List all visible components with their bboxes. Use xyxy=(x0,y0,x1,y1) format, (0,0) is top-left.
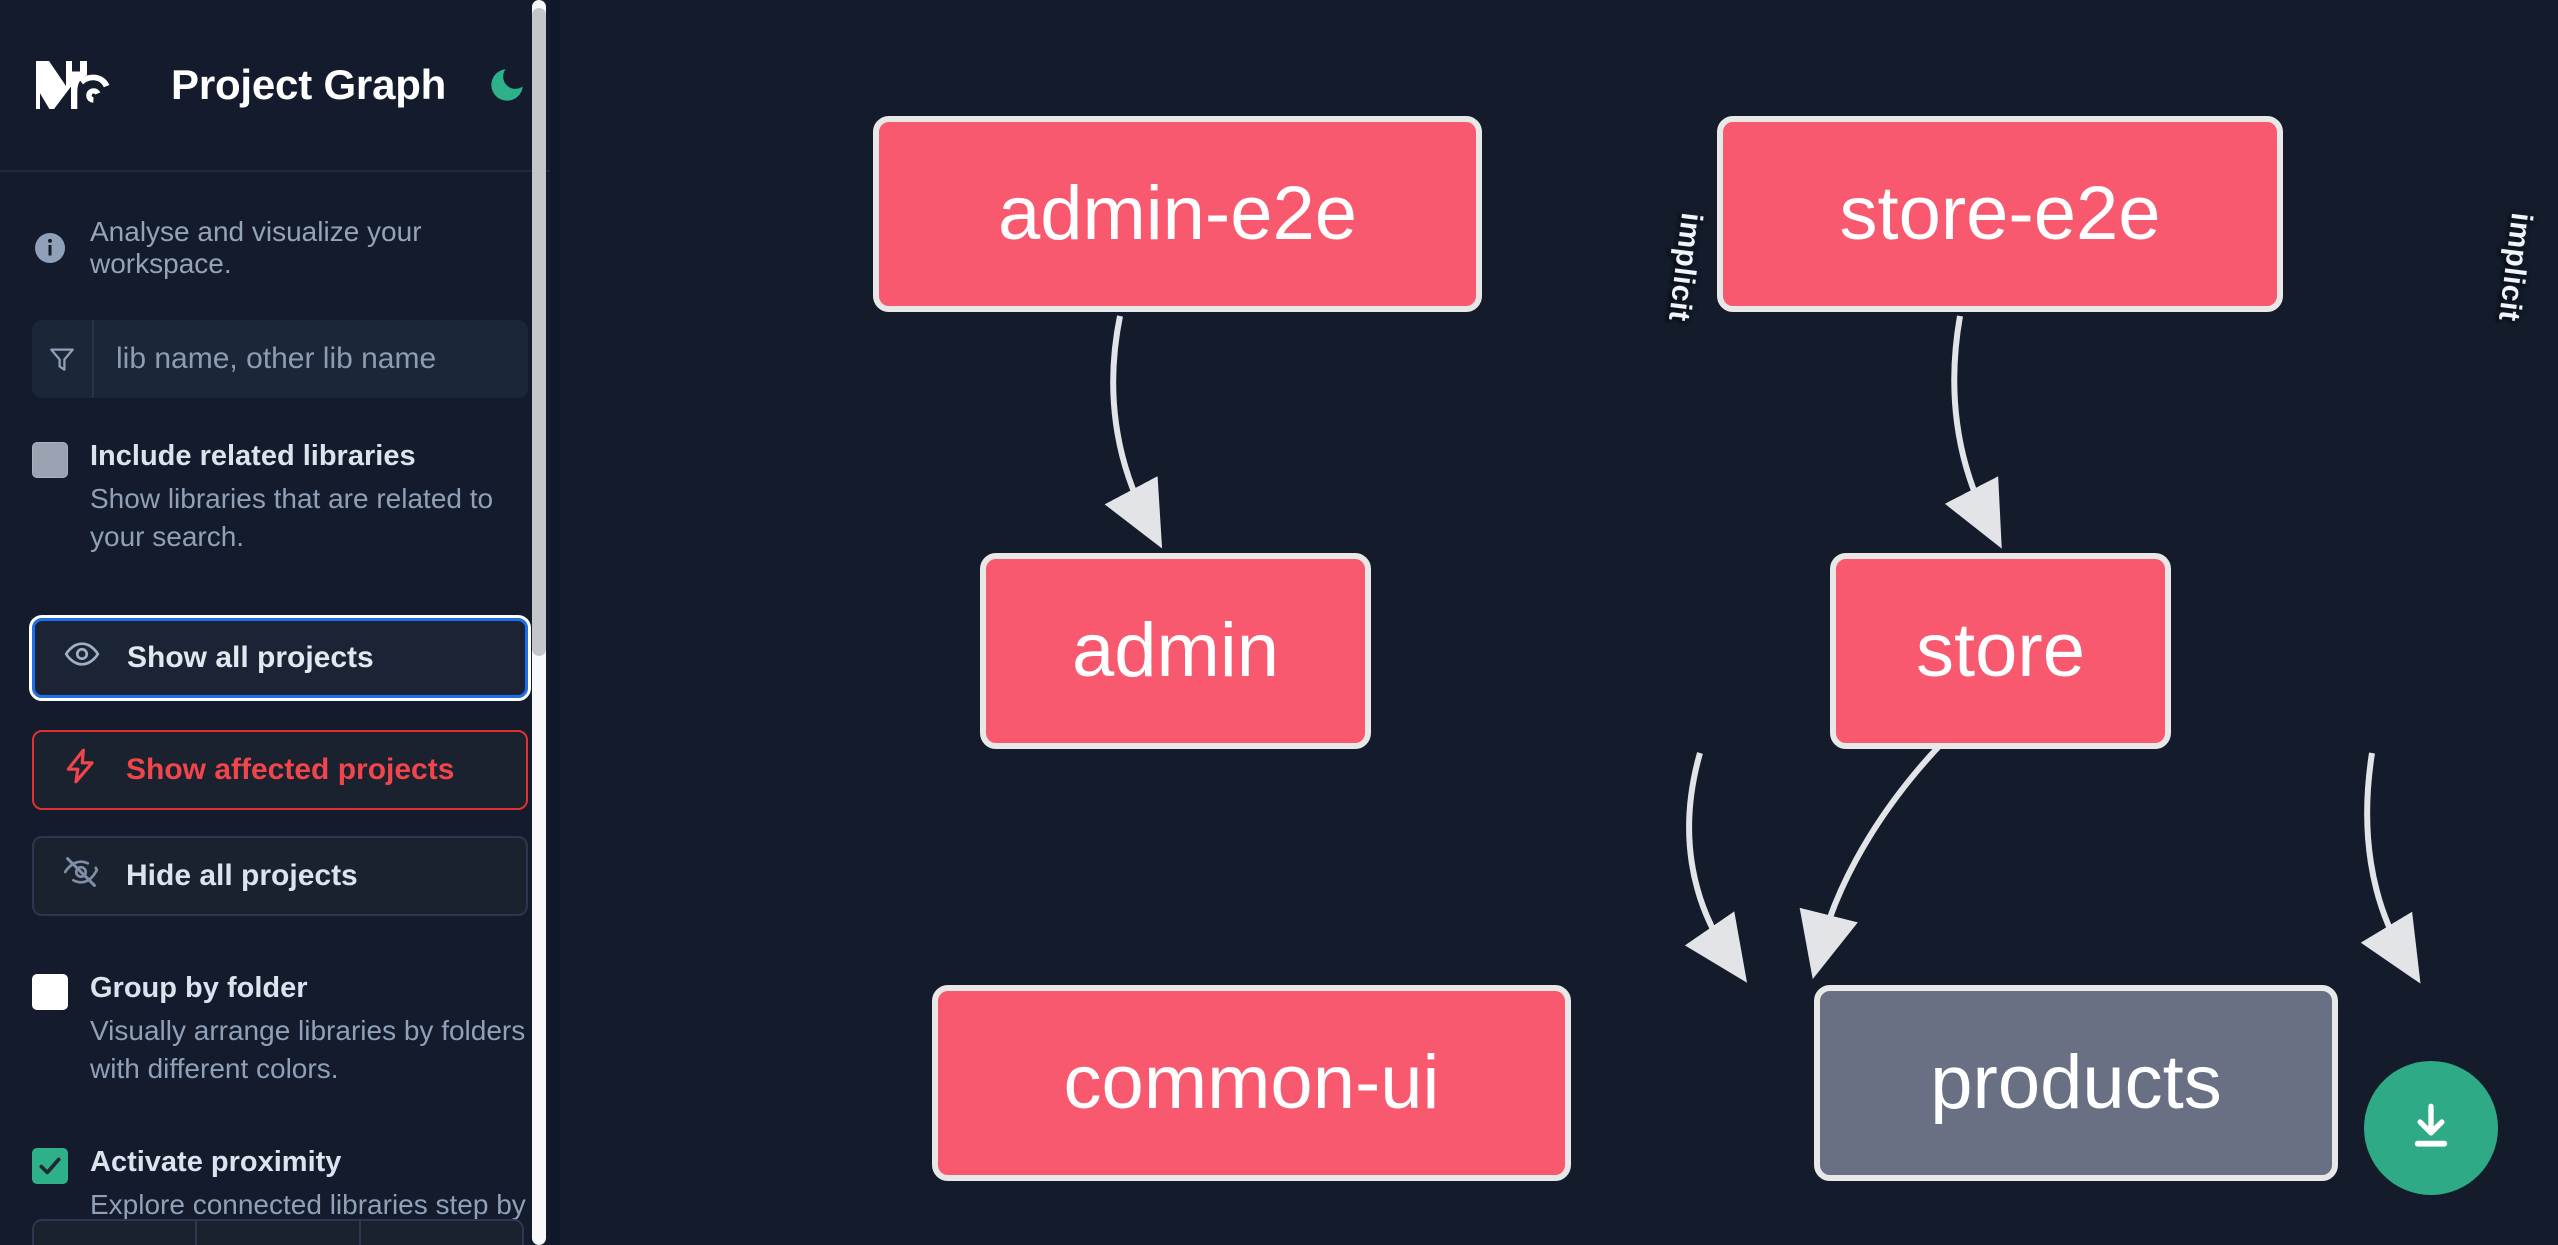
bottom-button-1[interactable] xyxy=(34,1221,198,1245)
graph-node-label: products xyxy=(1930,1040,2222,1125)
eye-icon xyxy=(63,635,101,681)
option-description: Visually arrange libraries by folders wi… xyxy=(90,1015,526,1084)
checkbox-include-related-libraries[interactable] xyxy=(32,442,68,478)
graph-node-common-ui[interactable]: common-ui xyxy=(932,985,1571,1181)
eye-off-icon xyxy=(62,853,100,899)
graph-node-store[interactable]: store xyxy=(1830,553,2171,749)
graph-node-label: common-ui xyxy=(1063,1040,1440,1125)
sidebar-body: Analyse and visualize your workspace. In… xyxy=(0,172,560,1245)
option-description: Show libraries that are related to your … xyxy=(90,483,494,553)
filter-funnel-icon xyxy=(32,320,94,398)
moon-icon[interactable] xyxy=(484,62,530,108)
download-image-button[interactable] xyxy=(2364,1061,2498,1195)
nx-logo-icon xyxy=(32,55,127,115)
search-input[interactable] xyxy=(94,320,528,398)
graph-node-admin-e2e[interactable]: admin-e2e xyxy=(873,116,1482,312)
hide-all-projects-label: Hide all projects xyxy=(126,858,358,892)
hide-all-projects-button[interactable]: Hide all projects xyxy=(32,835,528,916)
graph-node-products[interactable]: products xyxy=(1814,985,2338,1181)
option-group-by-folder[interactable]: Group by folder Visually arrange librari… xyxy=(32,970,528,1088)
sidebar-edge xyxy=(550,0,560,1245)
show-all-projects-button[interactable]: Show all projects xyxy=(29,614,531,701)
graph-canvas[interactable]: implicit implicit admin-e2e store-e2e ad… xyxy=(560,0,2558,1245)
graph-node-label: store-e2e xyxy=(1839,171,2161,256)
edge-admin-e2e-admin xyxy=(1104,315,1163,549)
sidebar-scrollbar-thumb[interactable] xyxy=(532,8,546,656)
option-include-related-libraries[interactable]: Include related libraries Show libraries… xyxy=(32,438,528,556)
checkbox-activate-proximity[interactable] xyxy=(32,1147,68,1184)
show-all-projects-label: Show all projects xyxy=(127,640,374,674)
show-affected-projects-button[interactable]: Show affected projects xyxy=(32,729,528,810)
sidebar: Project Graph Analyse and visualize your… xyxy=(0,0,560,1245)
lightning-bolt-icon xyxy=(62,747,100,793)
show-affected-projects-label: Show affected projects xyxy=(126,752,455,786)
graph-node-label: store xyxy=(1916,608,2085,693)
option-label: Include related libraries xyxy=(90,440,416,472)
bottom-button-group[interactable] xyxy=(32,1219,524,1245)
graph-node-label: admin xyxy=(1072,608,1279,693)
graph-node-label: admin-e2e xyxy=(997,171,1358,256)
download-icon xyxy=(2414,1103,2448,1147)
workspace-info: Analyse and visualize your workspace. xyxy=(32,172,528,320)
page-title: Project Graph xyxy=(171,61,447,108)
option-label: Activate proximity xyxy=(90,1145,342,1178)
sidebar-header: Project Graph xyxy=(0,0,560,172)
option-label: Group by folder xyxy=(90,971,308,1004)
edge-store-products xyxy=(2360,752,2421,984)
info-icon xyxy=(32,230,68,266)
graph-node-store-e2e[interactable]: store-e2e xyxy=(1717,116,2283,312)
edge-admin-common-ui xyxy=(1684,752,1748,983)
bottom-button-2[interactable] xyxy=(197,1221,361,1245)
graph-node-admin[interactable]: admin xyxy=(980,553,1371,749)
bottom-button-3[interactable] xyxy=(361,1221,522,1245)
option-activate-proximity[interactable]: Activate proximity Explore connected lib… xyxy=(32,1144,528,1245)
edge-store-e2e-store xyxy=(1944,315,2002,549)
filter-box[interactable] xyxy=(32,320,528,398)
check-icon xyxy=(39,1157,61,1175)
checkbox-group-by-folder[interactable] xyxy=(32,973,68,1010)
workspace-info-text: Analyse and visualize your workspace. xyxy=(90,216,422,279)
sidebar-scrollbar-track[interactable] xyxy=(532,0,546,1245)
